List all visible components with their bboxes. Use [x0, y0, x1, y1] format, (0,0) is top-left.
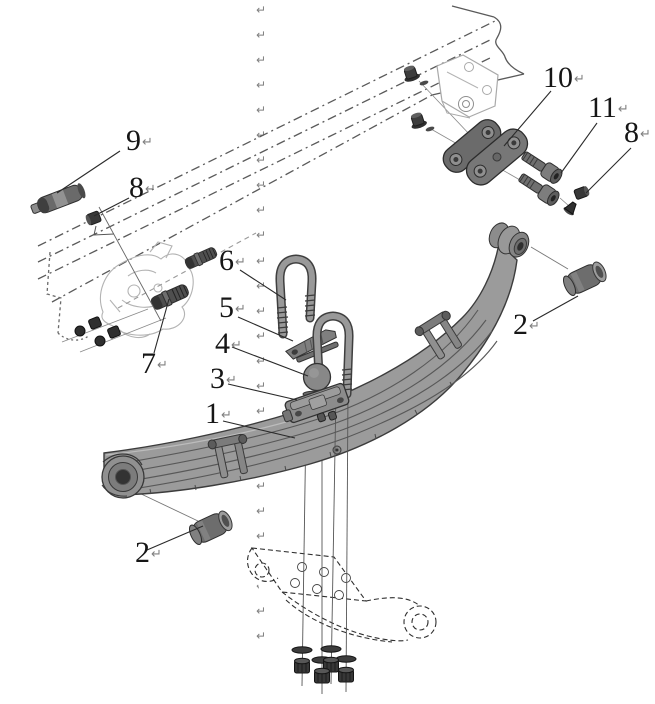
paragraph-mark: ↵	[256, 303, 267, 318]
lock-nuts	[294, 656, 354, 684]
callout-1: 1↵	[205, 397, 232, 430]
callout-3: 3↵	[210, 362, 237, 395]
paragraph-mark: ↵	[256, 28, 267, 43]
spring-clip-front	[207, 433, 248, 479]
callout-7: 7↵	[141, 347, 168, 380]
axle-sketch	[246, 545, 438, 648]
paragraph-mark: ↵	[256, 278, 267, 293]
flat-washers	[291, 645, 357, 664]
rear-lock-nut	[573, 186, 590, 200]
front-hanger-hardware	[61, 247, 218, 353]
paragraph-mark: ↵	[256, 253, 267, 268]
paragraph-mark: ↵	[157, 358, 168, 373]
paragraph-mark: ↵	[256, 103, 267, 118]
front-eye-bushing	[188, 510, 233, 545]
leader-lines	[56, 90, 632, 551]
callout-10: 10↵	[543, 61, 585, 94]
paragraph-mark: ↵	[574, 72, 585, 87]
ubolt-nuts-washers	[291, 645, 357, 684]
paragraph-mark: ↵	[226, 373, 237, 388]
paragraph-mark: ↵	[256, 228, 267, 243]
paragraph-mark: ↵	[256, 78, 267, 93]
callout-4: 4↵	[215, 327, 242, 360]
paragraph-mark: ↵	[617, 102, 629, 117]
u-bolt-1	[275, 254, 317, 339]
paragraph-mark: ↵	[256, 53, 267, 68]
paragraph-mark: ↵	[256, 378, 267, 393]
paragraph-mark: ↵	[529, 319, 540, 334]
paragraph-mark: ↵	[256, 504, 267, 518]
paragraph-mark: ↵	[256, 203, 267, 218]
paragraph-mark: ↵	[256, 328, 267, 343]
callout-6: 6↵	[219, 244, 246, 277]
rear-eye-bushing	[562, 261, 607, 296]
callout-9: 9↵	[126, 124, 153, 157]
front-spring-eye	[101, 453, 145, 499]
callout-2-front: 2↵	[135, 536, 162, 569]
spring-pin	[30, 183, 162, 322]
paragraph-mark: ↵	[235, 255, 246, 270]
ubolt-kit	[275, 254, 354, 424]
paragraph-mark: ↵	[256, 153, 267, 168]
rear-bushing-axis	[530, 246, 569, 270]
grease-fitting	[563, 201, 577, 216]
paragraph-mark: ↵	[231, 338, 242, 353]
callout-8-front: 8↵	[129, 171, 156, 204]
paragraph-mark: ↵	[256, 403, 267, 418]
paragraph-mark: ↵	[235, 302, 246, 317]
callout-5: 5↵	[219, 291, 246, 324]
paragraph-mark: ↵	[256, 478, 267, 493]
callout-11: 11↵	[588, 91, 629, 124]
front-bushing-axis	[136, 491, 199, 522]
rear-hanger-nut-upper	[403, 65, 420, 82]
rear-hanger-bracket	[403, 54, 521, 181]
rear-spring-eye	[488, 222, 530, 258]
hanger-bolt	[150, 284, 189, 310]
paragraph-mark: ↵	[256, 629, 267, 644]
paragraph-mark: ↵	[640, 127, 651, 142]
paragraph-mark: ↵	[256, 178, 267, 193]
paragraph-mark: ↵	[221, 408, 232, 423]
paragraph-mark: ↵	[256, 128, 267, 143]
shackle-bolt-upper	[521, 151, 563, 184]
paragraph-mark: ↵	[256, 529, 267, 544]
paragraph-mark: ↵	[256, 353, 267, 368]
shackle-bolt-lower	[518, 173, 560, 206]
spring-wear-pad	[285, 329, 339, 363]
shackle-assembly	[442, 119, 590, 216]
ubolt-shafts-front	[330, 389, 349, 693]
paragraph-mark: ↵	[256, 604, 267, 619]
shackle-plate-right	[465, 128, 529, 186]
paragraph-mark: ↵	[142, 135, 153, 150]
paragraph-mark: ↵	[145, 182, 156, 197]
callout-2-rear: 2↵	[513, 308, 540, 341]
rear-hanger-nut-lower	[410, 112, 427, 129]
callout-8-rear: 8↵	[624, 116, 651, 149]
spring-clip-rear	[414, 310, 463, 360]
paragraph-mark: ↵	[256, 3, 267, 17]
u-bolt-seat-plate	[282, 382, 350, 424]
paragraph-mark: ↵	[151, 547, 162, 562]
hanger-bolt-upper	[184, 247, 218, 269]
